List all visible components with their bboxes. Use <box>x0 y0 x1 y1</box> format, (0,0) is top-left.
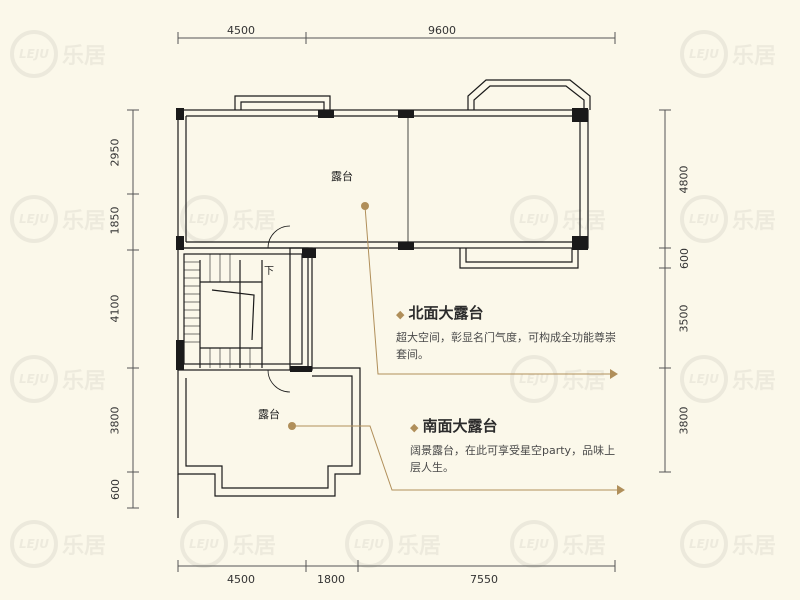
callout-arrows <box>610 369 625 495</box>
callout-dots <box>288 202 369 430</box>
callout-north-title: 北面大露台 <box>408 304 484 322</box>
callout-south: ◆南面大露台 阔景露台，在此可享受星空party，品味上层人生。 <box>410 415 630 476</box>
callout-south-heading: ◆南面大露台 <box>410 415 630 436</box>
callout-south-title: 南面大露台 <box>422 417 498 435</box>
dim-left-1: 2950 <box>108 138 122 167</box>
dim-left-4: 3800 <box>108 406 122 435</box>
dimension-lines <box>127 32 671 572</box>
dim-top-1: 4500 <box>227 24 255 37</box>
room-label-north-terrace: 露台 <box>331 170 353 183</box>
callout-north-text: 超大空间，彰显名门气度，可构成全功能尊崇套间。 <box>396 331 616 361</box>
dim-left-2: 1850 <box>108 206 122 235</box>
callout-north: ◆北面大露台 超大空间，彰显名门气度，可构成全功能尊崇套间。 <box>396 302 636 363</box>
diamond-icon: ◆ <box>396 308 405 321</box>
dim-right-4: 3800 <box>677 406 691 435</box>
dim-left-5: 600 <box>109 479 122 500</box>
wall-blocks <box>176 108 588 372</box>
diamond-icon: ◆ <box>410 421 419 434</box>
dim-bottom-1: 4500 <box>227 573 255 586</box>
dim-bottom-2: 1800 <box>317 573 345 586</box>
callout-lines <box>292 205 617 491</box>
dim-right-3: 3500 <box>677 304 691 333</box>
dim-right-1: 4800 <box>677 165 691 194</box>
stair-down-label: 下 <box>264 266 274 277</box>
dim-top-2: 9600 <box>428 24 456 37</box>
callout-south-text: 阔景露台，在此可享受星空party，品味上层人生。 <box>410 444 616 474</box>
dim-left-3: 4100 <box>108 294 122 323</box>
dim-right-2: 600 <box>678 248 691 269</box>
walls <box>177 79 591 518</box>
room-label-south-terrace: 露台 <box>258 408 280 421</box>
dim-bottom-3: 7550 <box>470 573 498 586</box>
callout-north-heading: ◆北面大露台 <box>396 302 636 323</box>
